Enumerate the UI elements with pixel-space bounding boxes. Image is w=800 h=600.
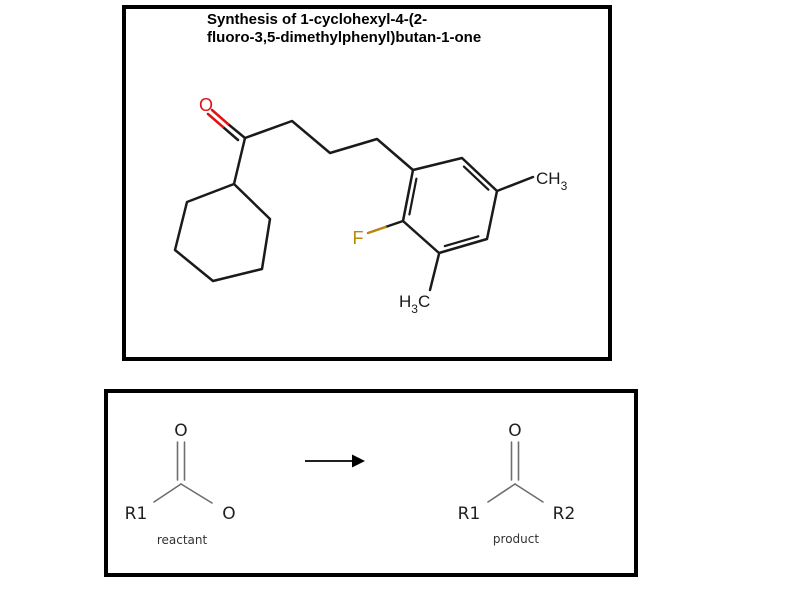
reaction-scheme-drawing: O R1 O reactant O R1 R2 product: [125, 421, 576, 547]
product-bonds: [487, 441, 544, 503]
reactant-r1-label: R1: [125, 504, 148, 524]
methyl-bottom-sub: 3: [411, 302, 418, 316]
reactant-bonds: [153, 441, 213, 504]
molecule-drawing: O F CH3 H3C: [173, 95, 568, 316]
butyl-chain-bond: [243, 119, 415, 172]
methyl-right-label: CH3: [536, 169, 568, 193]
fluorine-gold-bond: [366, 225, 387, 235]
reactant-r1-bond: [153, 483, 182, 503]
reaction-panel: O R1 O reactant O R1 R2 product: [104, 389, 638, 577]
carbonyl-bond2-red-half: [206, 112, 225, 129]
product-caption: product: [493, 532, 539, 546]
aromatic-bond-3: [408, 177, 418, 216]
fluorine-bond-black-half: [384, 219, 405, 229]
carbonyl-cyclohexyl-bond: [232, 136, 247, 186]
methyl-bottom-label: H3C: [399, 292, 430, 316]
product-r2-label: R2: [553, 504, 576, 524]
reactant-o-bond: [180, 483, 213, 504]
skeleton-bonds: [173, 119, 535, 292]
carbonyl-red-bonds: [206, 108, 230, 129]
cyclohexane-ring: [173, 182, 272, 283]
oxygen-atom-label: O: [199, 95, 213, 115]
benzene-ring: [401, 156, 499, 255]
product-r2-bond: [514, 483, 544, 503]
product-oxygen-top-label: O: [508, 421, 521, 441]
product-r1-label: R1: [458, 504, 481, 524]
methyl-right-bond: [495, 175, 535, 193]
molecule-title-line2: fluoro-3,5-dimethylphenyl)butan-1-one: [207, 29, 482, 46]
aromatic-inner-bonds: [408, 165, 490, 248]
methyl-bottom-bond: [428, 252, 441, 292]
reaction-arrow-head: [352, 454, 365, 468]
reaction-arrow: [305, 454, 365, 468]
molecule-title-line1: Synthesis of 1-cyclohexyl-4-(2-: [207, 11, 428, 28]
product-r1-bond: [487, 483, 516, 503]
structure-panel: Synthesis of 1-cyclohexyl-4-(2- fluoro-3…: [122, 5, 612, 361]
aromatic-bond-1: [462, 165, 490, 191]
methyl-right-sub: 3: [561, 179, 568, 193]
fluorine-bond-gold-half: [366, 225, 387, 235]
reactant-caption: reactant: [157, 533, 208, 547]
carbonyl-bond2-black-half: [221, 125, 240, 142]
molecule-title: Synthesis of 1-cyclohexyl-4-(2- fluoro-3…: [207, 11, 537, 47]
methyl-right-ch: CH: [536, 169, 561, 188]
fluorine-atom-label: F: [353, 228, 364, 248]
reactant-oxygen-top-label: O: [174, 421, 187, 441]
aromatic-bond-2: [443, 235, 480, 248]
reactant-oxygen-right-label: O: [222, 504, 235, 524]
methyl-bottom-c: C: [418, 292, 430, 311]
carbonyl-bond-red-half: [210, 108, 230, 126]
methyl-bottom-h: H: [399, 292, 411, 311]
carbonyl-bond-black-half: [226, 122, 247, 140]
